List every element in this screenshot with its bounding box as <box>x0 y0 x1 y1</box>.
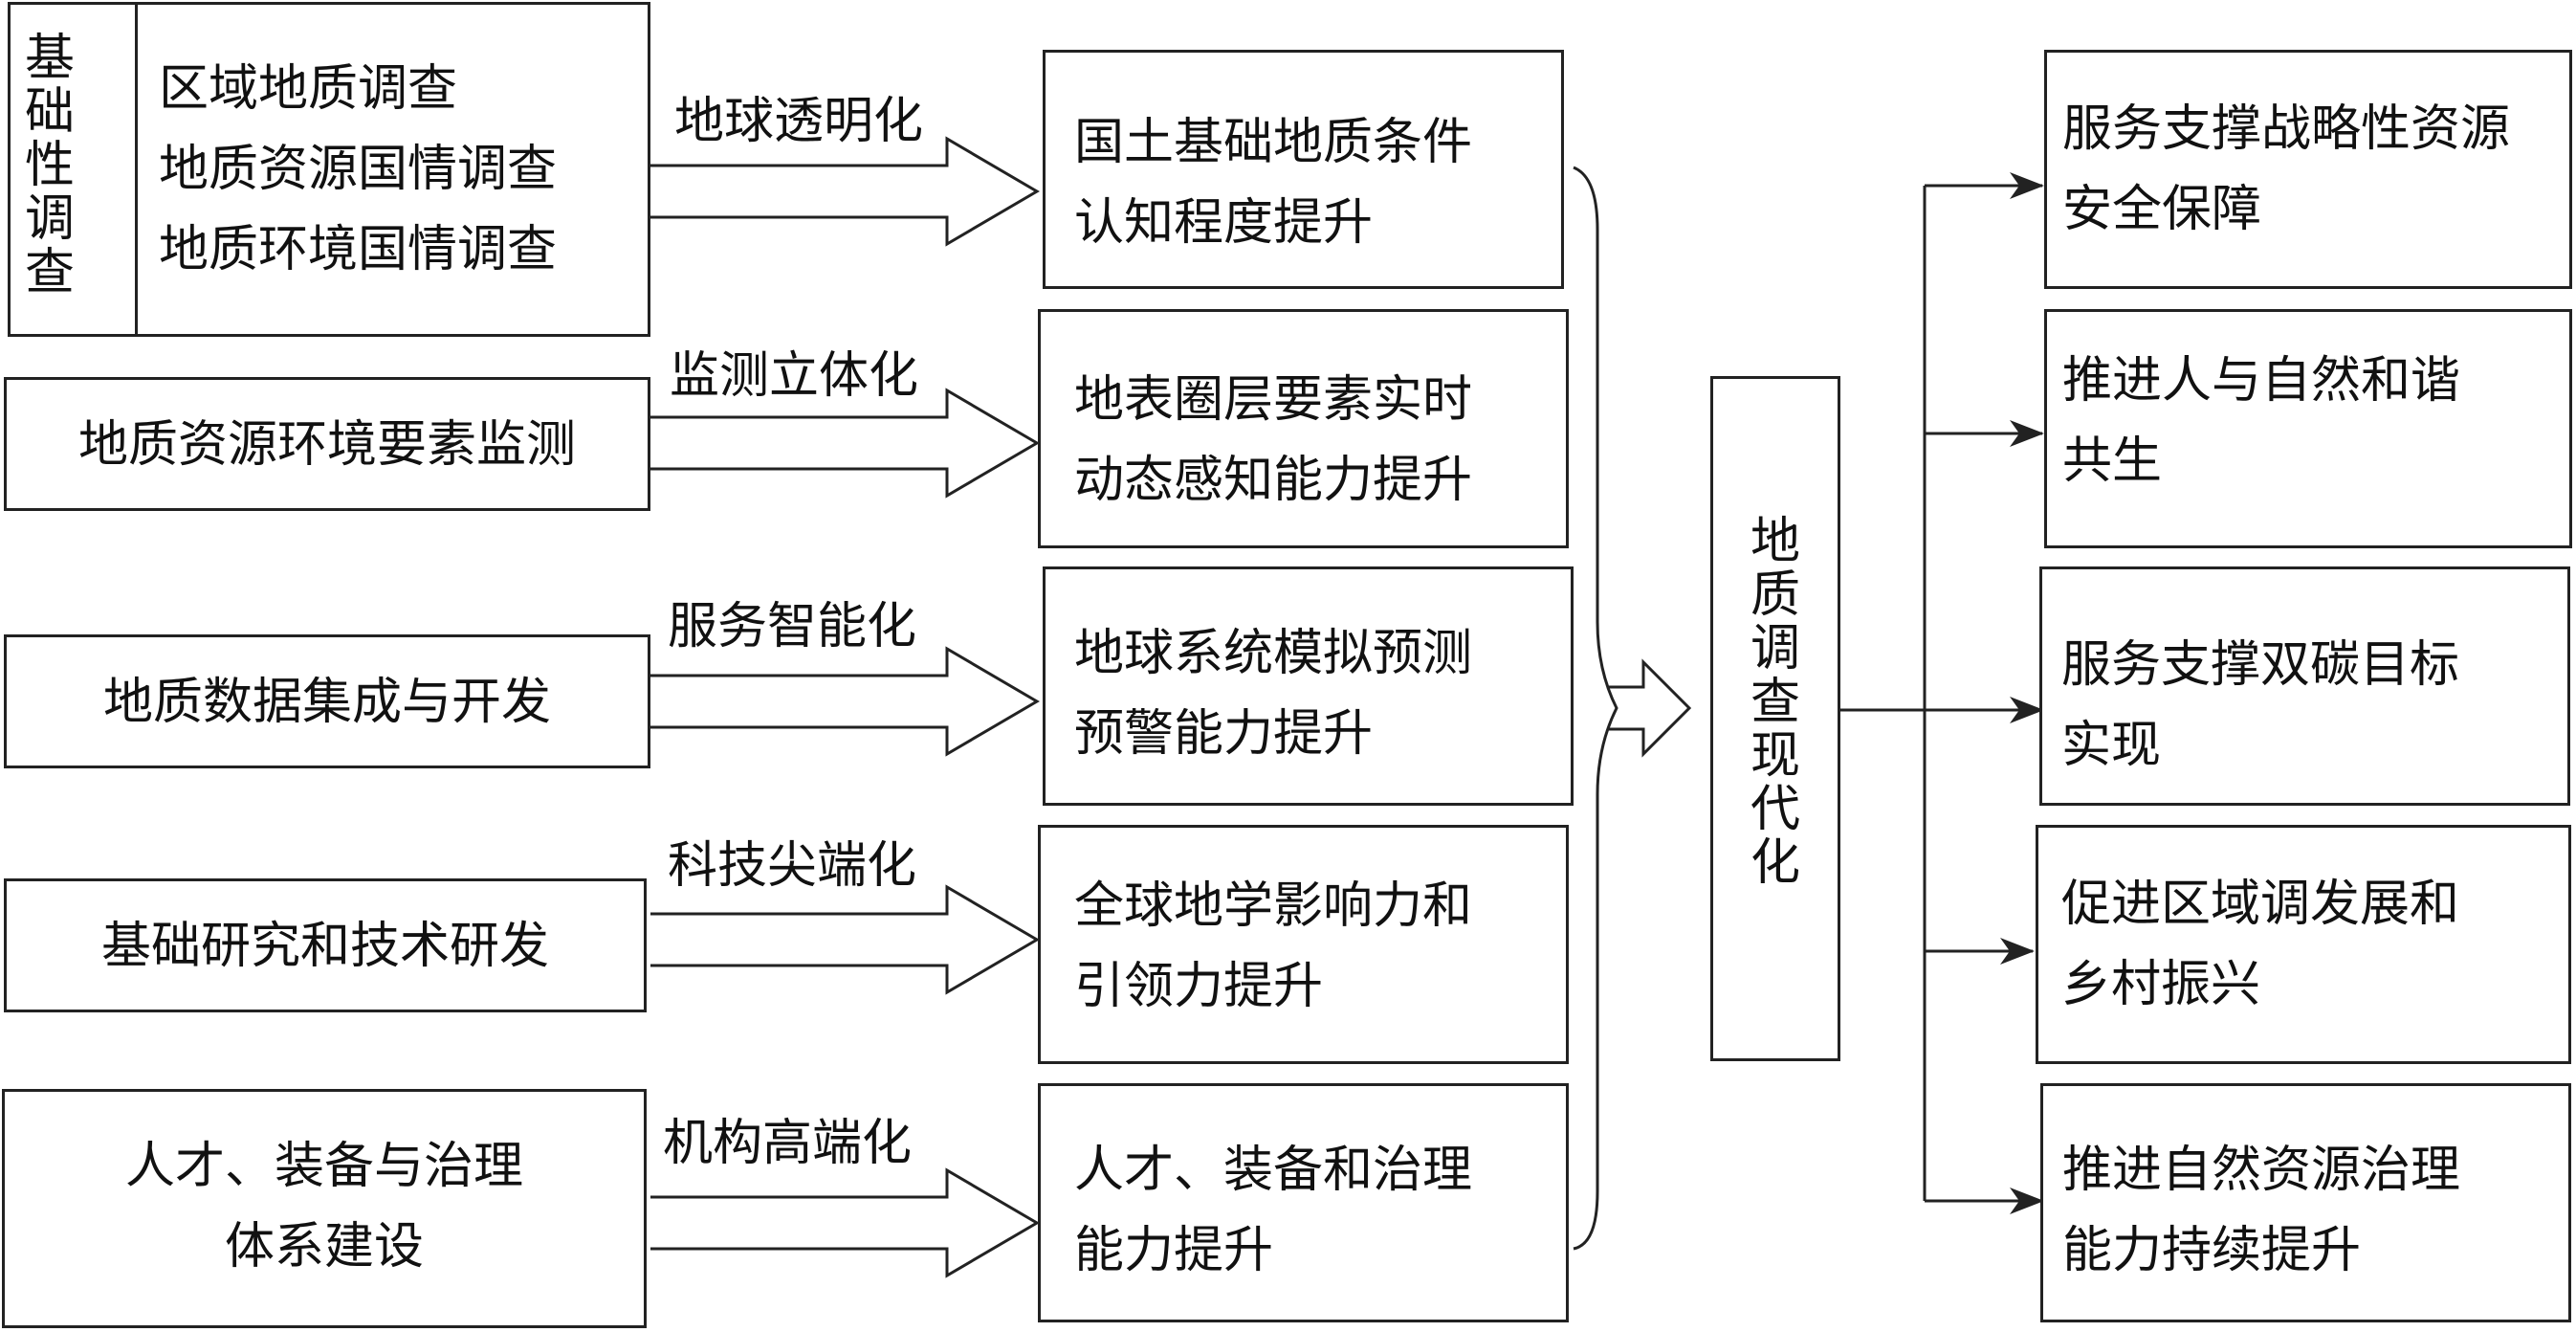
arrow-label-1: 地球透明化 <box>674 93 924 150</box>
goal-2-line-1: 推进人与自然和谐 <box>2062 352 2461 410</box>
hollow-arrow-center <box>1607 658 1692 758</box>
outcome-2-line-2: 动态感知能力提升 <box>1074 452 1473 509</box>
outcome-box-2: 地表圈层要素实时 动态感知能力提升 <box>1038 309 1569 548</box>
data-development-box: 地质数据集成与开发 <box>4 634 650 768</box>
basic-survey-item-2: 地质资源国情调查 <box>159 141 558 198</box>
data-development-label: 地质数据集成与开发 <box>102 674 551 731</box>
talent-box: 人才、装备与治理 体系建设 <box>2 1089 647 1328</box>
outcome-2-line-1: 地表圈层要素实时 <box>1074 371 1473 429</box>
arrow-label-4: 科技尖端化 <box>668 837 917 895</box>
outcome-5-line-1: 人才、装备和治理 <box>1074 1142 1473 1199</box>
goal-box-5: 推进自然资源治理 能力持续提升 <box>2040 1083 2571 1322</box>
research-box: 基础研究和技术研发 <box>4 878 647 1012</box>
goal-box-4: 促进区域调发展和 乡村振兴 <box>2036 825 2571 1064</box>
outcome-3-line-1: 地球系统模拟预测 <box>1074 625 1473 682</box>
arrow-label-3: 服务智能化 <box>668 598 917 655</box>
goal-box-2: 推进人与自然和谐 共生 <box>2044 309 2572 548</box>
arrow-label-5: 机构高端化 <box>663 1115 913 1172</box>
goal-2-line-2: 共生 <box>2062 433 2163 490</box>
center-vertical-label: 地质调查现代化 <box>1750 513 1800 892</box>
goal-5-line-1: 推进自然资源治理 <box>2062 1142 2461 1199</box>
outcome-4-line-1: 全球地学影响力和 <box>1074 877 1473 935</box>
goal-4-line-2: 乡村振兴 <box>2061 956 2261 1013</box>
goal-box-1: 服务支撑战略性资源 安全保障 <box>2044 50 2572 289</box>
outcome-box-4: 全球地学影响力和 引领力提升 <box>1038 825 1569 1064</box>
hollow-arrow-4 <box>650 884 1040 995</box>
outcome-box-5: 人才、装备和治理 能力提升 <box>1038 1083 1569 1322</box>
outcome-5-line-2: 能力提升 <box>1074 1222 1274 1279</box>
basic-survey-item-1: 区域地质调查 <box>159 60 458 118</box>
basic-survey-item-3: 地质环境国情调查 <box>159 221 558 278</box>
basic-survey-vertical-label: 基础性调查 <box>24 30 75 301</box>
goal-3-line-2: 实现 <box>2061 717 2162 774</box>
right-brace <box>1573 166 1618 1251</box>
basic-survey-divider <box>135 5 138 334</box>
outcome-3-line-2: 预警能力提升 <box>1074 705 1374 763</box>
research-label: 基础研究和技术研发 <box>100 918 549 975</box>
hollow-arrow-5 <box>650 1167 1040 1278</box>
talent-label-line-1: 人才、装备与治理 <box>124 1138 523 1195</box>
arrow-label-2: 监测立体化 <box>670 347 919 405</box>
outcome-box-1: 国土基础地质条件 认知程度提升 <box>1043 50 1564 289</box>
hollow-arrow-2 <box>650 388 1040 499</box>
hollow-arrow-1 <box>650 136 1040 247</box>
outcome-4-line-2: 引领力提升 <box>1074 958 1324 1015</box>
goal-5-line-2: 能力持续提升 <box>2062 1222 2362 1279</box>
outcome-1-line-1: 国土基础地质条件 <box>1074 114 1473 171</box>
monitoring-box: 地质资源环境要素监测 <box>4 377 650 511</box>
outcome-box-3: 地球系统模拟预测 预警能力提升 <box>1043 566 1574 806</box>
monitoring-label: 地质资源环境要素监测 <box>77 416 576 474</box>
goal-3-line-1: 服务支撑双碳目标 <box>2061 636 2460 694</box>
goal-1-line-1: 服务支撑战略性资源 <box>2062 100 2511 158</box>
basic-survey-box: 基础性调查 区域地质调查 地质资源国情调查 地质环境国情调查 <box>8 2 650 337</box>
hollow-arrow-3 <box>650 646 1040 757</box>
goal-4-line-1: 促进区域调发展和 <box>2061 876 2460 933</box>
outcome-1-line-2: 认知程度提升 <box>1074 194 1374 252</box>
goal-1-line-2: 安全保障 <box>2062 181 2262 238</box>
center-box: 地质调查现代化 <box>1710 376 1840 1061</box>
talent-label-line-2: 体系建设 <box>224 1218 424 1276</box>
goal-box-3: 服务支撑双碳目标 实现 <box>2039 566 2570 806</box>
